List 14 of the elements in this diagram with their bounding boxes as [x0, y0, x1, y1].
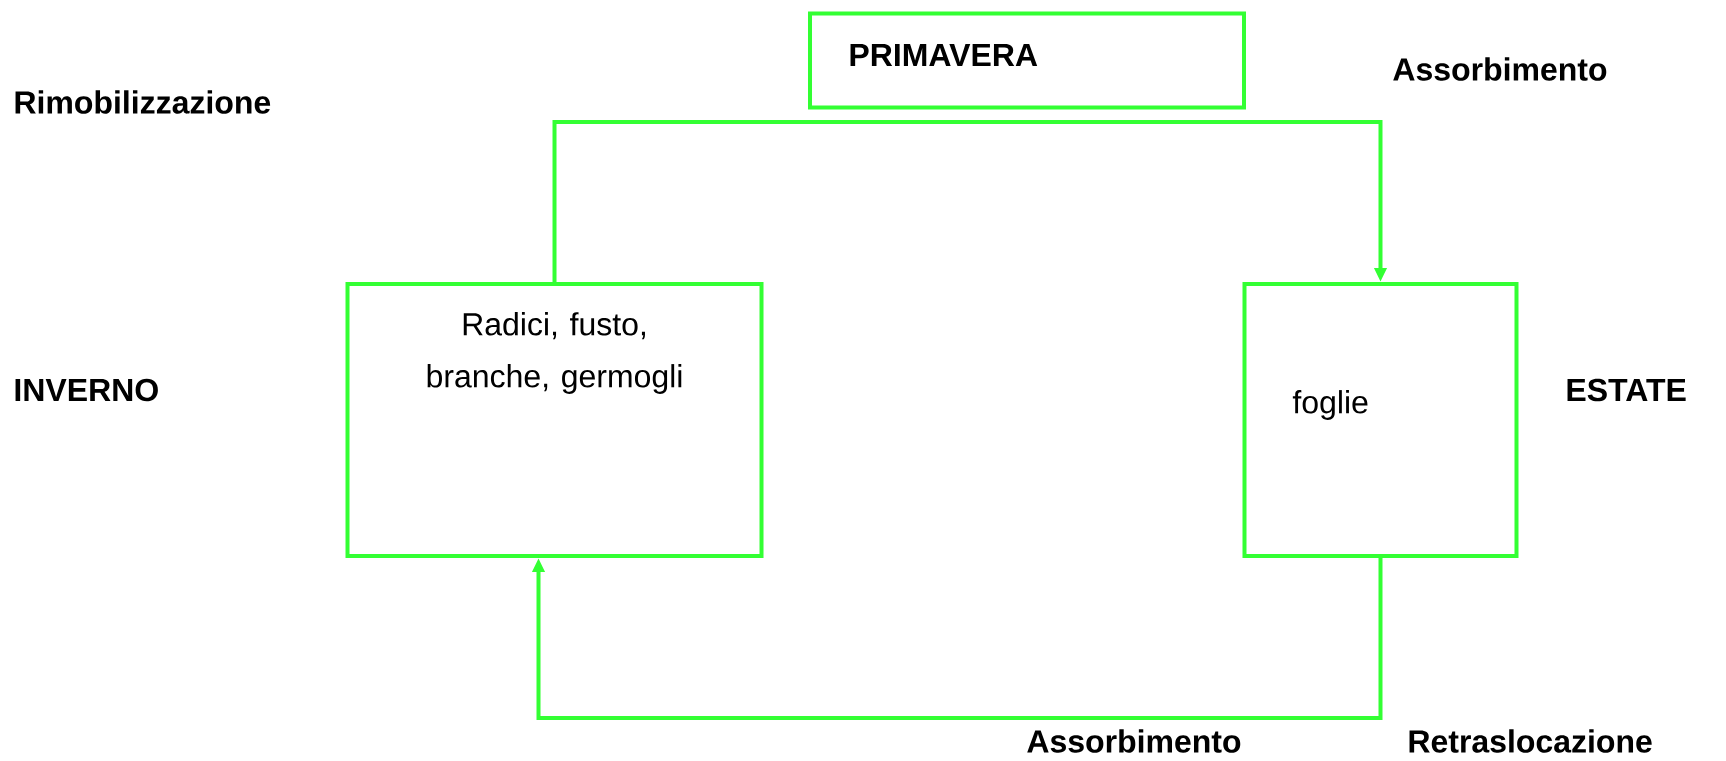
box-text: foglie: [1292, 390, 1368, 420]
arrow: [552, 120, 1388, 282]
arrow: [531, 558, 1383, 720]
box: [1242, 282, 1519, 558]
label: Rimobilizzazione: [15, 90, 271, 114]
label: Assorbimento: [1393, 57, 1607, 81]
box: [345, 282, 764, 558]
box-text: PRIMAVERA: [850, 44, 1038, 66]
label: Retraslocazione: [1409, 729, 1652, 753]
label: ESTATE: [1567, 378, 1686, 402]
box: [808, 11, 1246, 110]
box-text: Radici, fusto, branche, germogli: [427, 312, 682, 394]
label: INVERNO: [15, 378, 158, 402]
label: Assorbimento: [1027, 729, 1241, 753]
